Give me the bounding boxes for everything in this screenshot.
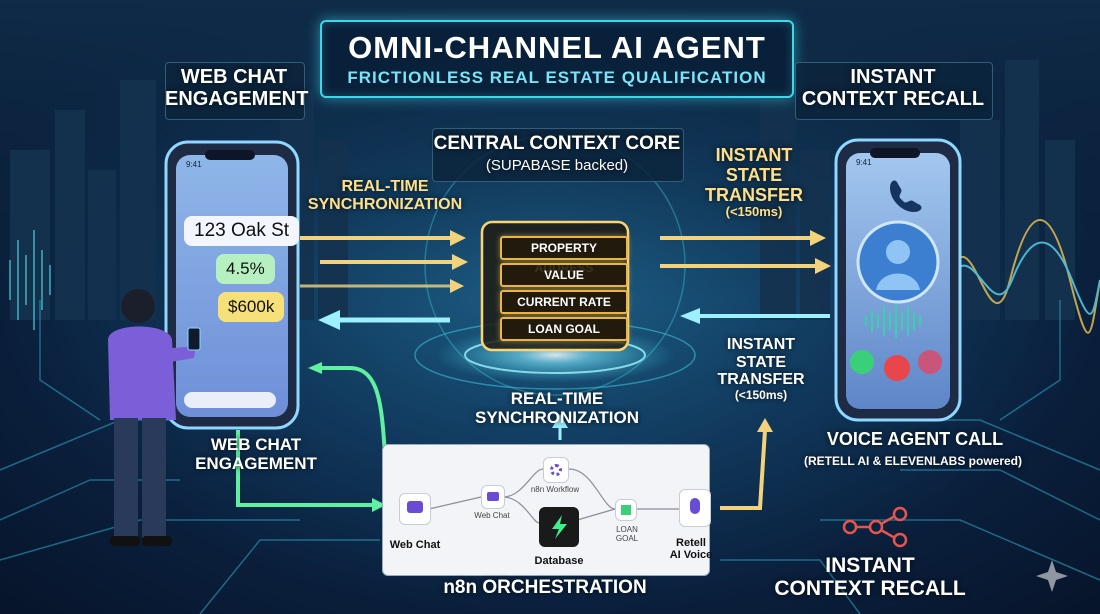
transfer-top-label: INSTANT STATE TRANSFER (<150ms) (705, 145, 803, 220)
web-chat-small-node[interactable] (481, 485, 505, 509)
field-current-rate: CURRENT RATE (500, 290, 628, 314)
person-figure (108, 289, 201, 546)
transfer-arrows-right (660, 230, 831, 324)
workflow-connectors (428, 468, 679, 524)
right-phone-time: 9:41 (856, 158, 872, 167)
database-node[interactable] (539, 507, 579, 547)
right-phone (834, 138, 962, 422)
voice-waveform (865, 304, 921, 338)
field-loan-goal: LOAN GOAL (500, 317, 628, 341)
n8n-workflow-label: n8n Workflow (530, 485, 580, 494)
core-label-box (432, 128, 684, 182)
bolt-icon (552, 515, 567, 539)
flow-line-left (318, 366, 392, 509)
loan-goal-node[interactable] (615, 499, 637, 521)
recall-top-box (795, 62, 993, 120)
phone-icon (890, 180, 922, 212)
city-skyline (10, 60, 1075, 320)
sync-arrows-left (300, 230, 468, 330)
left-phone-time: 9:41 (186, 160, 202, 169)
retell-node-label: Retell AI Voice (669, 537, 713, 561)
sync-left-label: REAL-TIME SYNCHRONIZATION (307, 178, 463, 213)
field-property-address: PROPERTY ADDRESS (500, 236, 628, 275)
voice-powered-label: (RETELL AI & ELEVENLABS powered) (803, 454, 1022, 468)
sparkle-icon (1036, 560, 1068, 592)
transfer-mid-label: INSTANT STATE TRANSFER (<150ms) (717, 336, 805, 402)
loan-goal-label: LOAN GOAL (615, 525, 639, 543)
web-chat-top-label: WEB CHAT ENGAGEMENT (165, 66, 309, 110)
connection-hub-icon (842, 506, 908, 548)
orchestration-label: n8n ORCHESTRATION (443, 577, 647, 598)
accept-call-icon (850, 350, 874, 374)
web-chat-node[interactable] (399, 493, 431, 525)
recall-top-label: INSTANT CONTEXT RECALL (801, 66, 985, 110)
chat-bubble-rate: 4.5% (216, 254, 275, 284)
flow-line-right (720, 429, 767, 510)
end-call-icon (884, 355, 910, 381)
n8n-workflow-node[interactable] (543, 457, 569, 483)
microphone-icon (690, 498, 700, 514)
chat-icon (407, 501, 423, 513)
sync-mid-label: REAL-TIME SYNCHRONIZATION (474, 389, 639, 427)
gear-icon (550, 464, 562, 476)
web-chat-small-label: Web Chat (474, 511, 510, 520)
core-title: CENTRAL CONTEXT CORE (433, 133, 681, 154)
chat-bubble-value: $600k (218, 292, 285, 322)
page-title: OMNI-CHANNEL AI AGENT (348, 30, 766, 65)
retell-node[interactable] (679, 489, 711, 527)
mute-icon (918, 350, 942, 374)
field-value: VALUE (500, 263, 628, 287)
voice-call-label: VOICE AGENT CALL (826, 429, 1004, 449)
n8n-workflow-panel: Web Chat Web Chat n8n Workflow Database … (382, 444, 712, 576)
title-box: OMNI-CHANNEL AI AGENT FRICTIONLESS REAL … (320, 20, 794, 98)
web-chat-node-label: Web Chat (389, 539, 441, 551)
recall-bottom-label: INSTANT CONTEXT RECALL (774, 554, 966, 601)
left-phone (164, 140, 300, 430)
web-chat-bottom-label: WEB CHAT ENGAGEMENT (195, 435, 317, 473)
database-node-label: Database (534, 555, 584, 567)
chat-bubble-address: 123 Oak St (184, 216, 300, 246)
page-subtitle: FRICTIONLESS REAL ESTATE QUALIFICATION (347, 68, 767, 87)
core-subtitle: (SUPABASE backed) (485, 157, 629, 174)
audio-wave-left (9, 230, 51, 330)
web-chat-top-box (165, 62, 305, 120)
sheet-icon (621, 505, 631, 515)
chat-icon (487, 492, 499, 501)
audio-wave-right (949, 219, 1100, 334)
